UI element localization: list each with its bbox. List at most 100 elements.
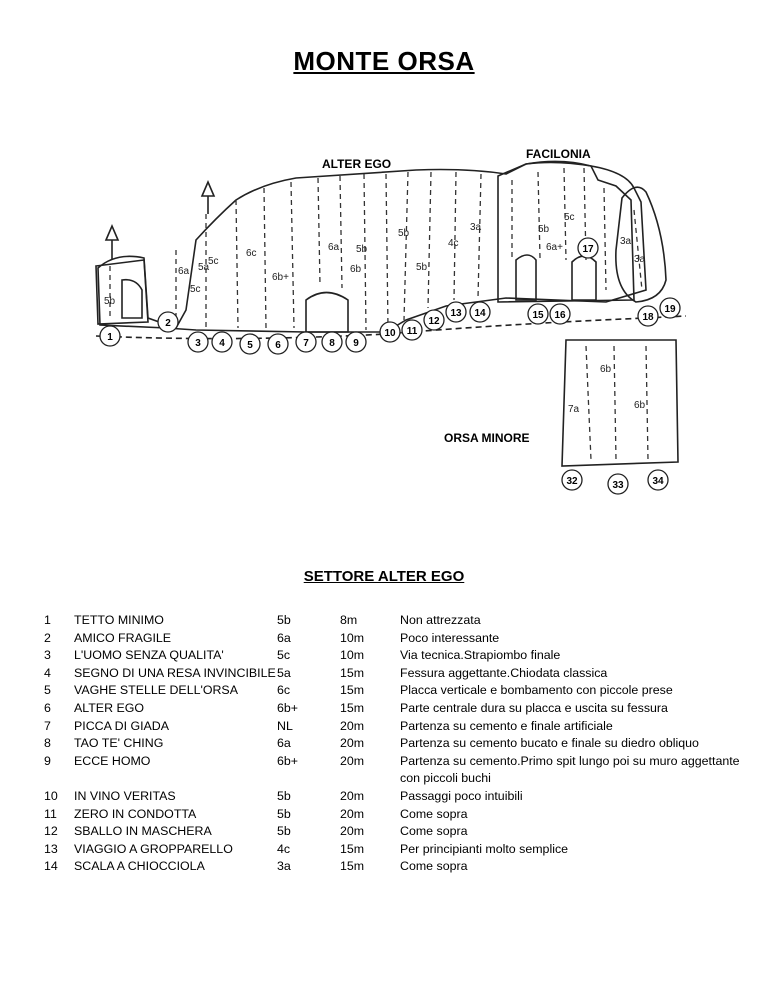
route-name: ECCE HOMO — [74, 753, 151, 768]
route-marker: 10 — [379, 321, 401, 343]
route-length: 20m — [340, 806, 365, 821]
route-length: 15m — [340, 683, 365, 698]
grade-label: 6b — [600, 364, 612, 375]
route-marker: 12 — [423, 309, 445, 331]
facilonia-topo-label: FACILONIA — [526, 147, 591, 161]
route-number: 5 — [44, 683, 51, 698]
alter-ego-topo-label: ALTER EGO — [322, 157, 391, 171]
route-number: 12 — [44, 824, 58, 839]
route-note: Partenza su cemento.Primo spit lungo poi… — [400, 753, 740, 786]
route-note: Passaggi poco intuibili — [400, 788, 523, 803]
route-note: Poco interessante — [400, 630, 500, 645]
grade-label: 5a — [198, 262, 210, 273]
route-note: Per principianti molto semplice — [400, 841, 569, 856]
route-marker: 3 — [187, 331, 209, 353]
page-title: MONTE ORSA — [293, 46, 475, 76]
route-name: TETTO MINIMO — [74, 613, 164, 627]
grade-label: 3a — [634, 254, 646, 265]
route-marker: 5 — [239, 333, 261, 355]
grade-label: 5b — [538, 224, 550, 235]
route-number: 10 — [44, 788, 58, 803]
route-grade: 5c — [277, 648, 291, 663]
grade-label: 5b — [356, 244, 368, 255]
route-number: 1 — [44, 613, 51, 627]
route-length: 10m — [340, 648, 365, 663]
grade-label: 4c — [448, 238, 459, 249]
svg-text:10: 10 — [384, 328, 396, 339]
svg-text:14: 14 — [474, 308, 486, 319]
route-note: Non attrezzata — [400, 613, 481, 627]
route-number: 7 — [44, 718, 51, 733]
route-marker: 34 — [647, 469, 669, 491]
route-name: AMICO FRAGILE — [74, 630, 172, 645]
route-note: Fessura aggettante.Chiodata classica — [400, 665, 608, 680]
route-note: Come sopra — [400, 806, 468, 821]
route-marker: 16 — [549, 303, 571, 325]
route-row: 5 VAGHE STELLE DELL'ORSA 6c 15m Placca verti… — [44, 682, 744, 700]
route-name: ALTER EGO — [74, 700, 144, 715]
route-marker: 8 — [321, 331, 343, 353]
route-marker: 1 — [99, 325, 121, 347]
svg-text:9: 9 — [353, 338, 359, 349]
grade-label: 6b — [350, 264, 362, 275]
svg-text:2: 2 — [165, 318, 171, 329]
route-number: 8 — [44, 736, 51, 751]
svg-text:12: 12 — [428, 316, 440, 327]
route-name: SBALLO IN MASCHERA — [74, 824, 212, 839]
svg-text:34: 34 — [652, 476, 664, 487]
route-length: 20m — [340, 718, 365, 733]
route-length: 20m — [340, 736, 365, 751]
route-number: 2 — [44, 630, 51, 645]
route-number: 4 — [44, 665, 51, 680]
route-grade: 5b — [277, 788, 291, 803]
route-marker: 2 — [157, 311, 179, 333]
route-note: Via tecnica.Strapiombo finale — [400, 648, 561, 663]
route-marker: 32 — [561, 469, 583, 491]
svg-text:11: 11 — [407, 326, 418, 337]
grade-label: 3a — [620, 236, 632, 247]
facilonia-tower — [497, 160, 635, 303]
grade-label: 6c — [246, 248, 257, 259]
grade-label: 5c — [564, 212, 575, 223]
route-marker: 7 — [295, 331, 317, 353]
route-name: IN VINO VERITAS — [74, 788, 176, 803]
route-grade: 6c — [277, 683, 291, 698]
svg-text:3: 3 — [195, 338, 201, 349]
svg-text:7: 7 — [303, 338, 309, 349]
route-marker: 18 — [637, 305, 659, 327]
grade-label: 6b+ — [272, 272, 289, 283]
orsa-minore-block — [561, 339, 679, 467]
sector-title: SETTORE ALTER EGO — [303, 568, 465, 585]
route-name: PICCA DI GIADA — [74, 718, 170, 733]
svg-text:5: 5 — [247, 340, 253, 351]
route-grade: 4c — [277, 841, 291, 856]
svg-text:4: 4 — [219, 338, 225, 349]
route-length: 15m — [340, 700, 365, 715]
grade-label: 7a — [568, 404, 580, 415]
route-list: 1 TETTO MINIMO 5b 8m Non attrezzata 2 AMICO FR… — [44, 612, 744, 876]
crag-topo-drawing: ALTER EGO FACILONIA ORSA MINORE 5b 6a 5a… — [95, 147, 686, 495]
route-length: 8m — [340, 613, 358, 627]
route-grade: 5b — [277, 824, 291, 839]
route-note: Partenza su cemento e finale artificiale — [400, 718, 613, 733]
route-note: Placca verticale e bombamento con piccol… — [400, 683, 673, 698]
grade-label: 5b — [416, 262, 428, 273]
grade-label: 6a — [328, 242, 340, 253]
route-name: L'UOMO SENZA QUALITA' — [74, 648, 224, 663]
route-name: SCALA A CHIOCCIOLA — [74, 859, 205, 874]
svg-text:6: 6 — [275, 340, 281, 351]
route-marker: 13 — [445, 301, 467, 323]
grade-label: 3a — [470, 222, 482, 233]
svg-text:15: 15 — [532, 310, 544, 321]
route-number: 9 — [44, 753, 51, 768]
svg-text:18: 18 — [642, 312, 654, 323]
route-grade: 6b+ — [277, 753, 299, 768]
route-name: VAGHE STELLE DELL'ORSA — [74, 683, 238, 698]
route-marker: 33 — [607, 473, 629, 495]
route-note: Come sopra — [400, 824, 468, 839]
